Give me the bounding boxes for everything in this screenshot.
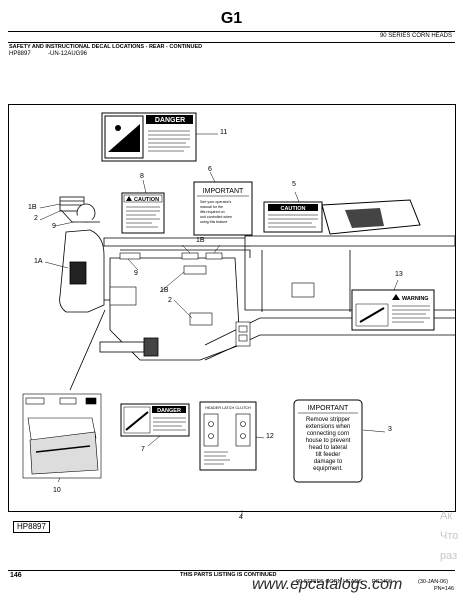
warning-decal: WARNING <box>351 289 435 331</box>
svg-text:unit controlled when: unit controlled when <box>200 215 232 219</box>
danger-decal-bottom: DANGER <box>120 403 190 437</box>
callout-12: 12 <box>266 433 274 440</box>
callout-2-top: 2 <box>34 215 38 222</box>
page-code: G1 <box>220 10 243 27</box>
side-watermark-1: Ак <box>440 510 453 522</box>
callout-1B-mid: 1B <box>196 237 205 244</box>
callout-11: 11 <box>220 129 228 136</box>
important-decal-small: IMPORTANT See your operator's manual for… <box>193 181 253 236</box>
svg-text:tilt feeder: tilt feeder <box>316 452 341 458</box>
header-rule <box>8 31 455 32</box>
svg-text:using this feature: using this feature <box>200 220 227 224</box>
series-title: 90 SERIES CORN HEADS <box>379 33 452 39</box>
site-watermark: www.epcatalogs.com <box>252 576 403 593</box>
callout-9-top: 9 <box>52 223 56 230</box>
machine-body <box>59 229 456 391</box>
callout-1A: 1A <box>34 258 43 265</box>
svg-text:lifts required on: lifts required on <box>200 210 225 214</box>
callout-1B-top: 1B <box>28 204 37 211</box>
callout-10: 10 <box>53 487 61 494</box>
svg-text:head to lateral: head to lateral <box>309 445 347 451</box>
caution-label-left: CAUTION <box>134 197 159 203</box>
housing-decals <box>109 252 223 326</box>
warning-label: WARNING <box>402 296 429 302</box>
small-decal-13 <box>291 282 315 298</box>
svg-text:Remove stripper: Remove stripper <box>306 417 350 423</box>
important-title-small: IMPORTANT <box>203 188 244 195</box>
continued-note: THIS PARTS LISTING IS CONTINUED <box>180 572 277 578</box>
hopper-component <box>59 196 100 223</box>
caution-decal-left: CAUTION <box>121 192 165 234</box>
section-title: SAFETY AND INSTRUCTIONAL DECAL LOCATIONS… <box>9 44 203 50</box>
leader-lines <box>39 133 399 516</box>
callout-1B-low: 1B <box>160 287 169 294</box>
callout-9-mid: 9 <box>134 270 138 277</box>
callout-6: 6 <box>208 166 212 173</box>
danger-decal-top: DANGER <box>101 112 197 162</box>
callout-5: 5 <box>292 181 296 188</box>
callout-2-low: 2 <box>168 297 172 304</box>
caution-label-right: CAUTION <box>280 206 305 212</box>
catalog-code: PC2406 <box>372 579 392 585</box>
ref-date: -UN-12AUG96 <box>48 51 88 57</box>
latch-small-decal <box>235 321 251 347</box>
svg-text:extensions when: extensions when <box>306 424 351 430</box>
footer-rule <box>8 570 455 571</box>
important-title-large: IMPORTANT <box>308 405 349 412</box>
svg-text:connecting corn: connecting corn <box>307 431 349 437</box>
figure-frame <box>8 104 456 512</box>
callout-8: 8 <box>140 173 144 180</box>
side-watermark-2: Что <box>440 530 459 542</box>
svg-text:house to prevent: house to prevent <box>306 438 351 444</box>
callout-3: 3 <box>388 426 392 433</box>
caution-decal-right: CAUTION <box>263 199 421 235</box>
svg-text:damage to: damage to <box>314 459 343 465</box>
ref-code: HP8897 <box>9 51 31 57</box>
printed-code: PN=146 <box>434 586 455 592</box>
callout-13: 13 <box>395 271 403 278</box>
danger-label: DANGER <box>155 117 185 124</box>
footer-date: (30-JAN-06) <box>418 579 448 585</box>
callout-4: 4 <box>239 514 243 521</box>
header-latch-decal: HEADER LATCH CLUTCH <box>199 401 257 471</box>
header-rule-2 <box>8 42 455 43</box>
svg-text:equipment.: equipment. <box>313 466 343 472</box>
footer-series: 90 SERIES CORN HEADS <box>296 579 363 585</box>
svg-text:See your operator's: See your operator's <box>200 200 231 204</box>
side-watermark-3: раз <box>440 550 458 562</box>
inset-latch <box>22 393 102 479</box>
callout-7: 7 <box>141 446 145 453</box>
figure-id-box: HP8897 <box>13 521 50 533</box>
page-number: 146 <box>10 572 22 579</box>
header-latch-title: HEADER LATCH CLUTCH <box>205 406 251 410</box>
important-decal-large: IMPORTANT Remove stripper extensions whe… <box>293 399 363 483</box>
danger-label-bottom: DANGER <box>157 408 181 414</box>
svg-text:manual for the: manual for the <box>200 205 223 209</box>
